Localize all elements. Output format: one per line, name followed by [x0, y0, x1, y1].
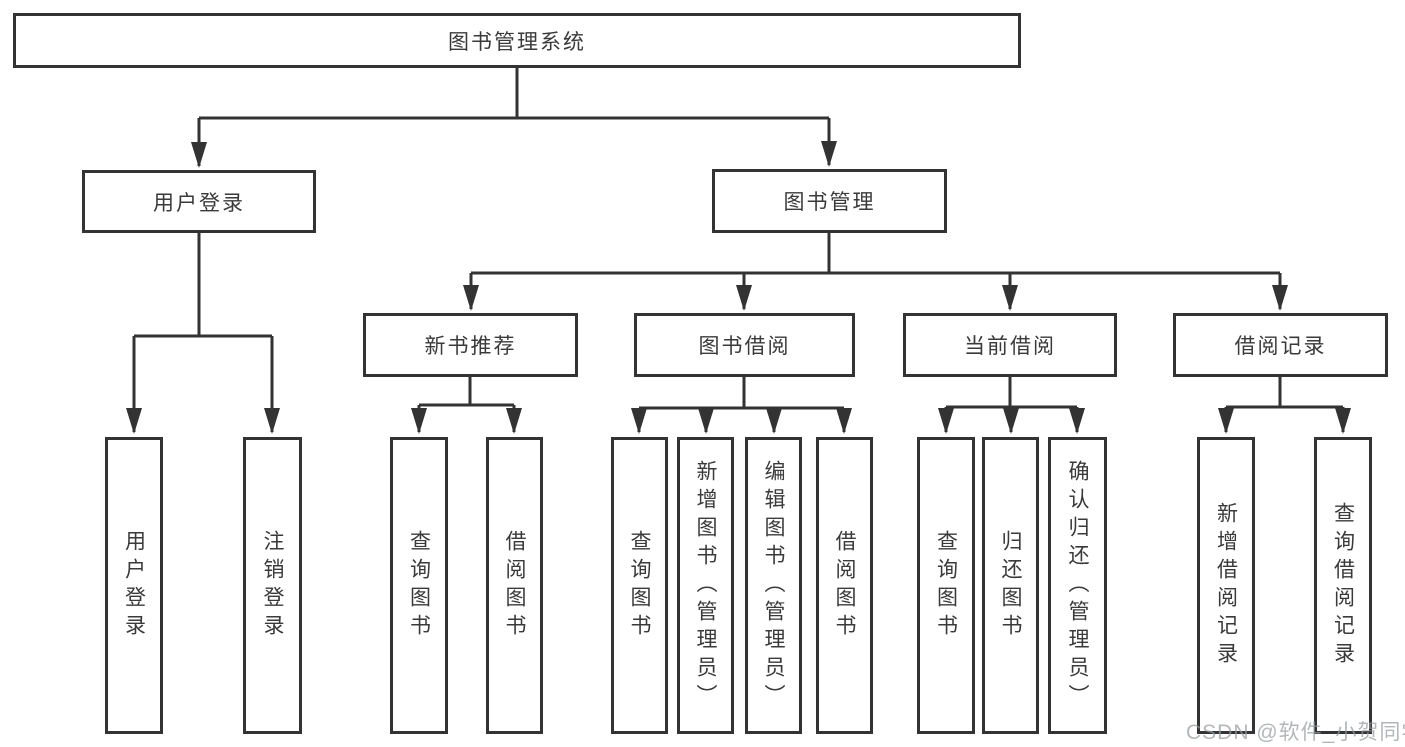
node-current-borrow: 当前借阅	[903, 313, 1117, 377]
leaf-query-books-1: 查询图书	[390, 437, 448, 734]
leaf-query-borrow-record: 查询借阅记录	[1314, 437, 1372, 734]
leaf-user-login: 用户登录	[105, 437, 163, 734]
leaf-logout: 注销登录	[243, 437, 302, 734]
node-root: 图书管理系统	[13, 13, 1021, 68]
leaf-borrow-books-2: 借阅图书	[816, 437, 873, 734]
leaf-borrow-books-1: 借阅图书	[486, 437, 543, 734]
node-borrow-records: 借阅记录	[1173, 313, 1388, 377]
node-book-borrow: 图书借阅	[634, 313, 855, 377]
branch-lines	[134, 68, 1343, 410]
leaf-confirm-return-admin: 确认归还（管理员）	[1048, 437, 1107, 734]
node-user-login: 用户登录	[82, 170, 316, 233]
watermark: CSDN @软件_小贺同学	[1186, 721, 1405, 744]
leaf-return-book: 归还图书	[982, 437, 1039, 734]
leaf-query-books-3: 查询图书	[917, 437, 975, 734]
leaf-add-book-admin: 新增图书（管理员）	[677, 437, 734, 734]
node-book-management: 图书管理	[712, 169, 947, 233]
leaf-add-borrow-record: 新增借阅记录	[1197, 437, 1255, 734]
leaf-query-books-2: 查询图书	[611, 437, 668, 734]
node-new-book-recommend: 新书推荐	[363, 313, 578, 377]
leaf-edit-book-admin: 编辑图书（管理员）	[745, 437, 802, 734]
